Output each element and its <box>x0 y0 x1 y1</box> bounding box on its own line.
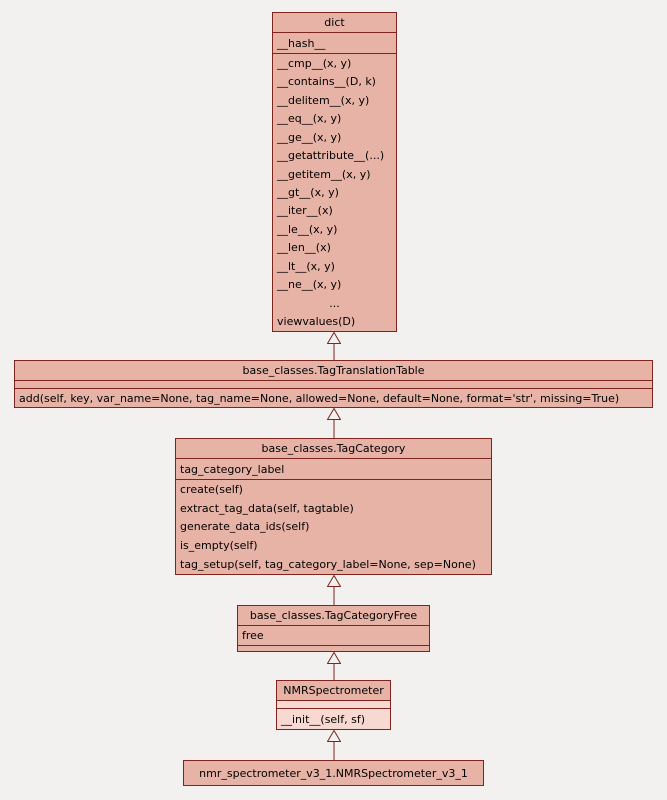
class-attribute: tag_category_label <box>180 462 285 476</box>
class-box-nmr-spectrometer-v3-1: nmr_spectrometer_v3_1.NMRSpectrometer_v3… <box>183 760 484 786</box>
class-method: __ne__(x, y) <box>277 278 342 292</box>
class-attributes-section <box>15 380 652 388</box>
class-method: viewvalues(D) <box>277 315 356 329</box>
class-attribute: free <box>242 629 264 642</box>
class-method: __iter__(x) <box>277 204 333 218</box>
class-title: NMRSpectrometer <box>283 684 384 697</box>
class-method: __gt__(x, y) <box>277 186 339 200</box>
class-methods-section: __cmp__(x, y) __contains__(D, k) __delit… <box>273 53 396 331</box>
class-title: base_classes.TagCategory <box>261 442 406 455</box>
class-method: __getitem__(x, y) <box>277 167 371 181</box>
class-method: __eq__(x, y) <box>277 112 342 126</box>
class-method: __contains__(D, k) <box>277 75 376 89</box>
class-method: generate_data_ids(self) <box>180 520 310 534</box>
class-attributes-section: __hash__ <box>273 32 396 53</box>
class-method: __getattribute__(...) <box>277 149 385 163</box>
inheritance-arrow <box>327 575 341 605</box>
class-method: __delitem__(x, y) <box>277 93 370 107</box>
class-box-nmr-spectrometer: NMRSpectrometer __init__(self, sf) <box>276 680 391 730</box>
class-attributes-section <box>277 700 390 708</box>
class-method-ellipsis: ... <box>329 296 340 310</box>
class-method: create(self) <box>180 482 243 496</box>
class-attributes-section: free <box>238 625 429 645</box>
class-method: tag_setup(self, tag_category_label=None,… <box>180 558 476 572</box>
class-box-dict: dict __hash__ __cmp__(x, y) __contains__… <box>272 12 397 332</box>
class-method: __len__(x) <box>277 241 331 255</box>
class-methods-section: create(self) extract_tag_data(self, tagt… <box>176 479 491 574</box>
inheritance-arrow <box>327 332 341 360</box>
class-box-tag-translation-table: base_classes.TagTranslationTable add(sel… <box>14 360 653 408</box>
class-box-tag-category-free: base_classes.TagCategoryFree free <box>237 605 430 652</box>
class-box-tag-category: base_classes.TagCategory tag_category_la… <box>175 438 492 575</box>
class-title: base_classes.TagCategoryFree <box>249 609 418 622</box>
class-method: is_empty(self) <box>180 539 258 553</box>
class-method: __cmp__(x, y) <box>277 56 352 70</box>
class-attribute: __hash__ <box>277 36 326 50</box>
class-methods-section: __init__(self, sf) <box>277 708 390 729</box>
class-title: base_classes.TagTranslationTable <box>242 364 425 377</box>
class-method: __lt__(x, y) <box>277 259 335 273</box>
class-method: __init__(self, sf) <box>281 712 366 726</box>
class-method: extract_tag_data(self, tagtable) <box>180 501 354 515</box>
class-methods-section <box>238 645 429 651</box>
class-title: dict <box>324 16 345 29</box>
inheritance-arrow <box>327 408 341 438</box>
inheritance-arrow <box>327 730 341 760</box>
class-attributes-section: tag_category_label <box>176 458 491 479</box>
class-method: __le__(x, y) <box>277 222 338 236</box>
class-method: __ge__(x, y) <box>277 130 342 144</box>
class-methods-section: add(self, key, var_name=None, tag_name=N… <box>15 388 652 407</box>
class-method: add(self, key, var_name=None, tag_name=N… <box>19 391 620 405</box>
inheritance-arrow <box>327 652 341 680</box>
class-title: nmr_spectrometer_v3_1.NMRSpectrometer_v3… <box>199 766 468 780</box>
